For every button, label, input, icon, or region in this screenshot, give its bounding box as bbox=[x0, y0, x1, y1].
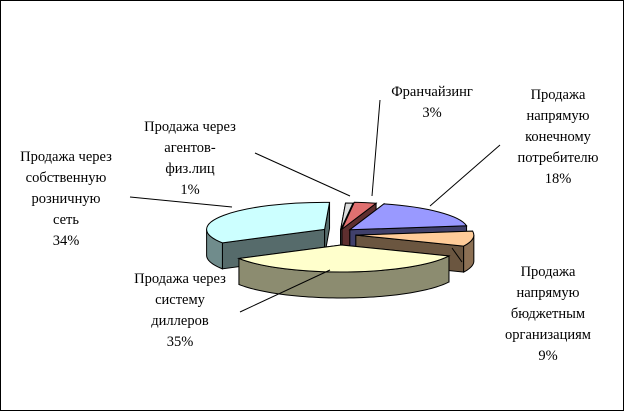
leader-line bbox=[371, 99, 381, 197]
slice-name-label: бюджетным bbox=[511, 306, 585, 322]
leader-line bbox=[254, 152, 351, 197]
slice-label: Продажа через собственную розничную сеть 34% bbox=[20, 149, 112, 249]
slice-name-label: конечному bbox=[525, 129, 592, 145]
pie-slice bbox=[348, 203, 468, 231]
leader-layer bbox=[129, 99, 501, 313]
slice-name-label: Продажа через bbox=[20, 149, 112, 165]
slice-name-label: организациям bbox=[505, 327, 591, 343]
slice-label: Продажа напрямую бюджетным организациям 9% bbox=[505, 264, 591, 364]
slice-name-label: напрямую bbox=[517, 285, 580, 301]
slice-name-label: потребителю bbox=[518, 150, 599, 166]
slice-percent-label: 9% bbox=[538, 348, 557, 364]
leader-line bbox=[451, 247, 463, 263]
slice-name-label: Франчайзинг bbox=[391, 84, 473, 100]
slice-label: Продажа напрямую конечному потребителю 18% bbox=[518, 87, 599, 187]
slice-name-label: Продажа bbox=[521, 264, 576, 280]
slice-percent-label: 3% bbox=[422, 105, 441, 121]
slice-name-label: Продажа bbox=[531, 87, 586, 103]
slice-label: Продажа через систему диллеров 35% bbox=[134, 271, 226, 350]
pie-slice bbox=[355, 230, 475, 247]
pie-slice bbox=[236, 244, 451, 273]
slice-percent-label: 18% bbox=[545, 171, 572, 187]
pie-slice bbox=[206, 201, 331, 244]
slice-name-label: сеть bbox=[53, 212, 79, 228]
slice-name-label: диллеров bbox=[151, 313, 209, 329]
slice-name-label: напрямую bbox=[527, 108, 590, 124]
pie-layer bbox=[206, 201, 475, 299]
slice-percent-label: 34% bbox=[53, 233, 80, 249]
slice-label: Франчайзинг 3% bbox=[391, 84, 473, 121]
slice-label: Продажа через агентов-физ.лиц 1% bbox=[144, 119, 236, 198]
slice-percent-label: 35% bbox=[167, 334, 194, 350]
leader-line bbox=[429, 144, 501, 207]
slice-name-label: Продажа через bbox=[134, 271, 226, 287]
slice-name-label: Продажа через bbox=[144, 119, 236, 135]
label-layer: Франчайзинг 3% Продажа напрямую конечному пот… bbox=[20, 84, 599, 364]
slice-name-label: розничную bbox=[32, 191, 101, 207]
leader-line bbox=[239, 269, 331, 313]
pie-slice bbox=[340, 202, 354, 231]
slice-name-label: систему bbox=[155, 292, 206, 308]
slice-name-label: агентов- bbox=[164, 140, 216, 156]
slice-name-label: физ.лиц bbox=[165, 161, 215, 177]
pie-tops bbox=[206, 201, 475, 273]
slice-percent-label: 1% bbox=[180, 182, 199, 198]
pie-slice bbox=[341, 201, 378, 230]
leader-line bbox=[129, 196, 233, 208]
slice-name-label: собственную bbox=[26, 170, 107, 186]
